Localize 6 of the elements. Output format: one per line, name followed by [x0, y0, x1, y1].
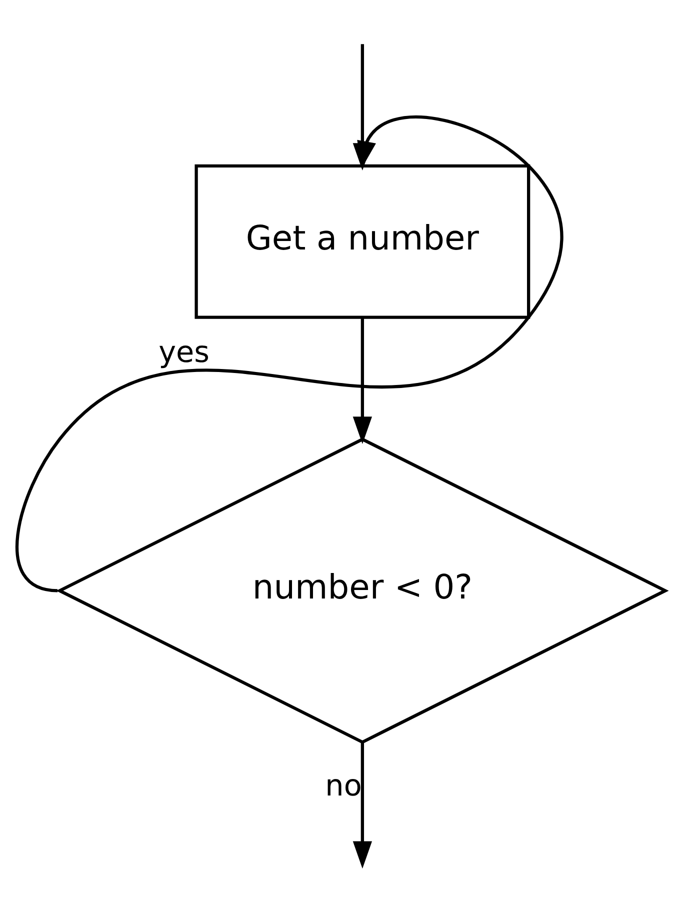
node-box: Get a number [194, 164, 530, 318]
arrow [352, 316, 372, 444]
arrow [352, 742, 372, 868]
edge-label: yes [158, 334, 210, 369]
node-diamond: number < 0? [56, 437, 669, 744]
edge-label: no [325, 768, 362, 802]
